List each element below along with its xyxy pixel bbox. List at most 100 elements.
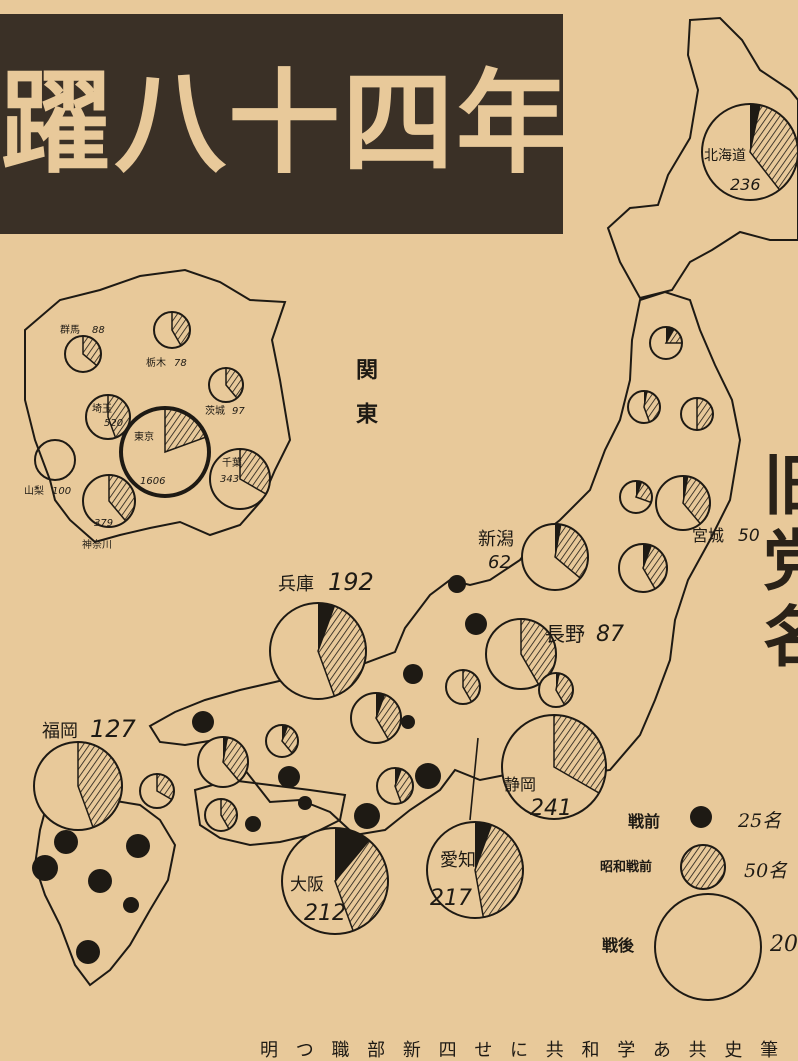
region-name-label: 福岡 <box>42 721 78 742</box>
pie-hatched-segment <box>394 768 414 804</box>
kanto-name-label: 千葉 <box>222 456 242 469</box>
solid-dot-marker <box>298 796 312 810</box>
solid-dot-marker <box>192 711 214 733</box>
pie-hatched-segment <box>317 604 367 698</box>
pie-hatched-segment <box>696 397 714 431</box>
prefecture-markers <box>32 103 798 964</box>
kanto-value-label: 78 <box>174 358 187 369</box>
pie-hatched-segment <box>375 693 402 741</box>
pie-hatched-segment <box>642 544 668 590</box>
honshu-outline <box>148 290 742 837</box>
kanto-value-label: 97 <box>232 406 245 417</box>
kanto-inset-label: 関東 <box>352 358 377 446</box>
solid-dot-marker <box>278 766 300 788</box>
kanto-name-label: 神奈川 <box>82 538 112 551</box>
region-name-label: 新潟 <box>478 529 514 550</box>
shikoku-outline <box>193 778 347 847</box>
title-banner: 躍八十四年 <box>0 14 563 234</box>
pie-hatched-segment <box>281 725 299 755</box>
kanto-value-label: 88 <box>92 325 105 336</box>
solid-dot-marker <box>465 613 487 635</box>
solid-dot-marker <box>245 816 261 832</box>
solid-dot-marker <box>354 803 380 829</box>
region-value-label: 62 <box>488 552 511 573</box>
legend-hatched-circle-icon <box>680 844 726 890</box>
solid-dot-marker <box>88 869 112 893</box>
kyushu-outline <box>33 790 177 987</box>
pie-hatched-segment <box>334 839 389 932</box>
pie-hatched-segment <box>553 714 607 795</box>
solid-dot-marker <box>123 897 139 913</box>
pie-hatched-segment <box>749 104 798 191</box>
kanto-name-label: 埼玉 <box>92 402 112 415</box>
region-name-label: 兵庫 <box>278 574 314 595</box>
legend-label: 戦前 <box>628 812 661 831</box>
pie-hatched-segment <box>555 672 574 706</box>
region-value-label: 192 <box>328 568 374 596</box>
legend-solid-dot-icon <box>690 806 712 828</box>
kanto-value-label: 1606 <box>140 476 165 487</box>
pie-hatched-segment <box>635 481 653 504</box>
pie-hatched-segment <box>664 328 683 344</box>
kanto-value-label: 379 <box>94 518 113 529</box>
region-value-label: 212 <box>304 901 346 926</box>
kanto-name-label: 茨城 <box>205 404 225 417</box>
kanto-name-label: 群馬 <box>60 323 80 336</box>
region-name-label: 愛知 <box>440 850 476 871</box>
region-value-label: 241 <box>530 796 572 821</box>
pie-hatched-segment <box>225 367 244 400</box>
kanto-value-label: 100 <box>52 486 71 497</box>
legend-value: 50名 <box>744 860 788 882</box>
solid-dot-marker <box>76 940 100 964</box>
leader-line <box>469 737 479 821</box>
pie-hatched-segment <box>682 475 711 525</box>
legend-value: 25名 <box>738 810 782 832</box>
region-value-label: 217 <box>430 886 472 911</box>
pie-hatched-segment <box>462 669 481 703</box>
pie-hatched-segment <box>77 741 123 829</box>
hokkaido-outline <box>606 16 798 300</box>
region-name-label: 北海道 <box>704 148 746 164</box>
kanto-value-label: 343 <box>220 474 239 485</box>
pie-hatched-segment <box>554 523 589 580</box>
region-name-label: 長野 <box>545 622 585 646</box>
legend-label: 戦後 <box>602 936 635 955</box>
pie-marker <box>34 439 76 481</box>
region-value-label: 50 <box>738 526 760 546</box>
banner-title: 躍八十四年 <box>0 59 563 189</box>
pie-hatched-segment <box>474 823 524 919</box>
legend-open-circle-icon <box>654 893 762 1001</box>
kanto-name-label: 山梨 <box>24 484 44 497</box>
kanto-name-label: 東京 <box>134 430 154 443</box>
pie-hatched-segment <box>220 798 238 830</box>
article-text-line: 明 つ 職 部 新 四 せ に 共 和 学 あ 共 史 筆 <box>260 1040 785 1061</box>
kanto-value-label: 520 <box>104 418 123 429</box>
pie-hatched-segment <box>156 773 175 801</box>
pie-hatched-segment <box>643 390 661 423</box>
region-name-label: 大阪 <box>290 875 324 895</box>
solid-dot-marker <box>126 834 150 858</box>
region-value-label: 236 <box>730 175 761 194</box>
region-value-label: 87 <box>596 622 624 647</box>
solid-dot-marker <box>415 763 441 789</box>
pie-hatched-segment <box>108 474 136 522</box>
pie-hatched-segment <box>82 335 102 367</box>
solid-dot-marker <box>448 575 466 593</box>
solid-dot-marker <box>54 830 78 854</box>
kanto-name-label: 栃木 <box>146 356 166 369</box>
pie-hatched-segment <box>222 736 249 783</box>
region-value-label: 127 <box>90 715 137 743</box>
region-name-label: 宮城 <box>692 526 724 545</box>
region-name-label: 静岡 <box>504 775 536 794</box>
pie-hatched-segment <box>107 394 131 439</box>
solid-dot-marker <box>403 664 423 684</box>
pie-hatched-segment <box>171 311 191 347</box>
legend-value: 20 <box>770 932 798 957</box>
pie-hatched-segment <box>164 407 208 454</box>
legend-label: 昭和戦前 <box>600 860 653 875</box>
solid-dot-marker <box>32 855 58 881</box>
pie-solid-segment <box>335 828 370 881</box>
solid-dot-marker <box>401 715 415 729</box>
